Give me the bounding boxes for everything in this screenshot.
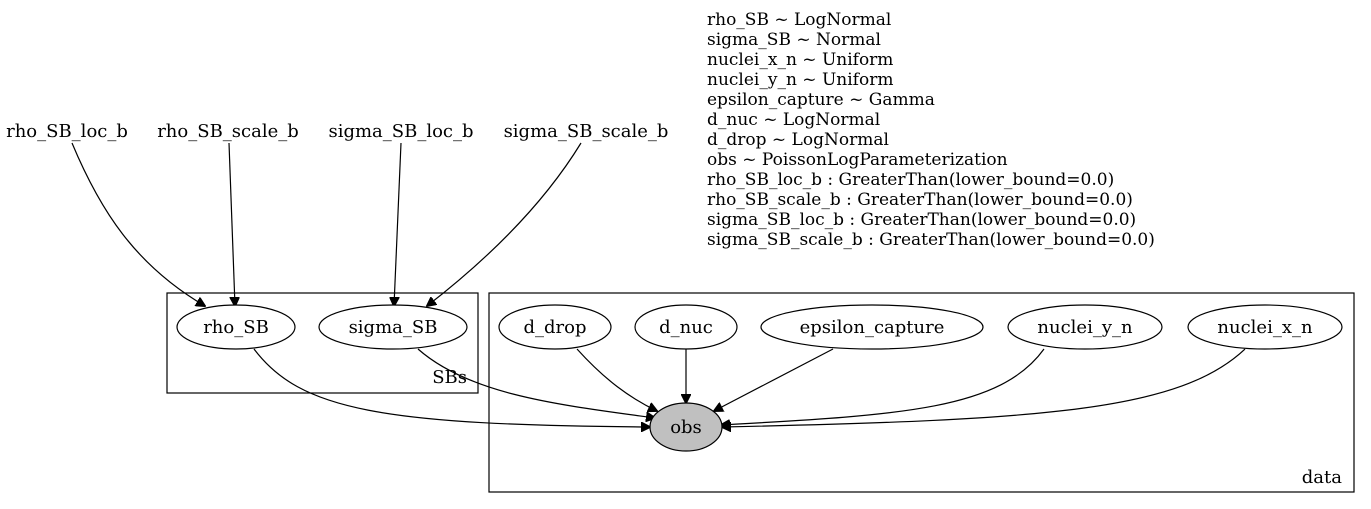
legend-line: rho_SB_loc_b : GreaterThan(lower_bound=0… [707,170,1114,190]
edge-d-drop-to-obs [576,348,657,411]
edge-nuclei-x-to-obs [722,348,1246,427]
node-obs-label: obs [670,417,702,438]
param-rho-sb-loc-b: rho_SB_loc_b [6,121,128,142]
legend-line: obs ~ PoissonLogParameterization [707,150,1008,170]
param-sigma-sb-loc-b: sigma_SB_loc_b [328,121,473,142]
legend-line: nuclei_y_n ~ Uniform [707,70,893,90]
node-sigma-sb [318,304,468,350]
legend-line: epsilon_capture ~ Gamma [707,90,935,110]
edge-rho-loc-to-rho-sb [71,142,205,306]
edge-sigma-scale-to-sigma-sb [427,142,582,306]
legend-line: sigma_SB ~ Normal [707,30,881,50]
legend-line: d_drop ~ LogNormal [707,130,889,150]
legend-line: sigma_SB_scale_b : GreaterThan(lower_bou… [707,230,1155,250]
edge-rho-sb-to-obs [253,348,650,427]
node-sigma-sb-label: sigma_SB [349,317,438,338]
node-nuclei-x-n [1187,304,1343,350]
node-obs [649,402,723,452]
legend-line: nuclei_x_n ~ Uniform [707,50,893,70]
node-nuclei-x-n-label: nuclei_x_n [1217,317,1313,338]
node-epsilon-capture [760,304,984,350]
node-d-drop [498,304,612,350]
node-d-nuc [634,304,738,350]
node-nuclei-y-n-label: nuclei_y_n [1037,317,1133,338]
node-epsilon-capture-label: epsilon_capture [800,317,945,338]
plate-data [488,292,1355,493]
node-rho-sb-label: rho_SB [203,317,269,338]
node-d-nuc-label: d_nuc [659,317,713,338]
param-sigma-sb-scale-b: sigma_SB_scale_b [504,121,669,142]
legend-line: rho_SB ~ LogNormal [707,10,891,30]
param-rho-sb-scale-b: rho_SB_scale_b [157,121,299,142]
node-nuclei-y-n [1007,304,1163,350]
node-d-drop-label: d_drop [523,317,586,338]
plate-data-label: data [1302,467,1342,488]
plate-sbs [166,292,479,394]
node-rho-sb [176,304,296,350]
edge-sigma-loc-to-sigma-sb [394,142,402,306]
legend-line: d_nuc ~ LogNormal [707,110,880,130]
edge-rho-scale-to-rho-sb [228,142,235,306]
legend-line: sigma_SB_loc_b : GreaterThan(lower_bound… [707,210,1136,230]
plate-sbs-label: SBs [432,367,467,388]
edge-nuclei-y-to-obs [721,348,1045,425]
legend-line: rho_SB_scale_b : GreaterThan(lower_bound… [707,190,1133,210]
edge-sigma-sb-to-obs [417,348,655,418]
distribution-legend: rho_SB ~ LogNormal sigma_SB ~ Normal nuc… [707,10,1155,250]
edge-epsilon-capture-to-obs [714,348,834,411]
